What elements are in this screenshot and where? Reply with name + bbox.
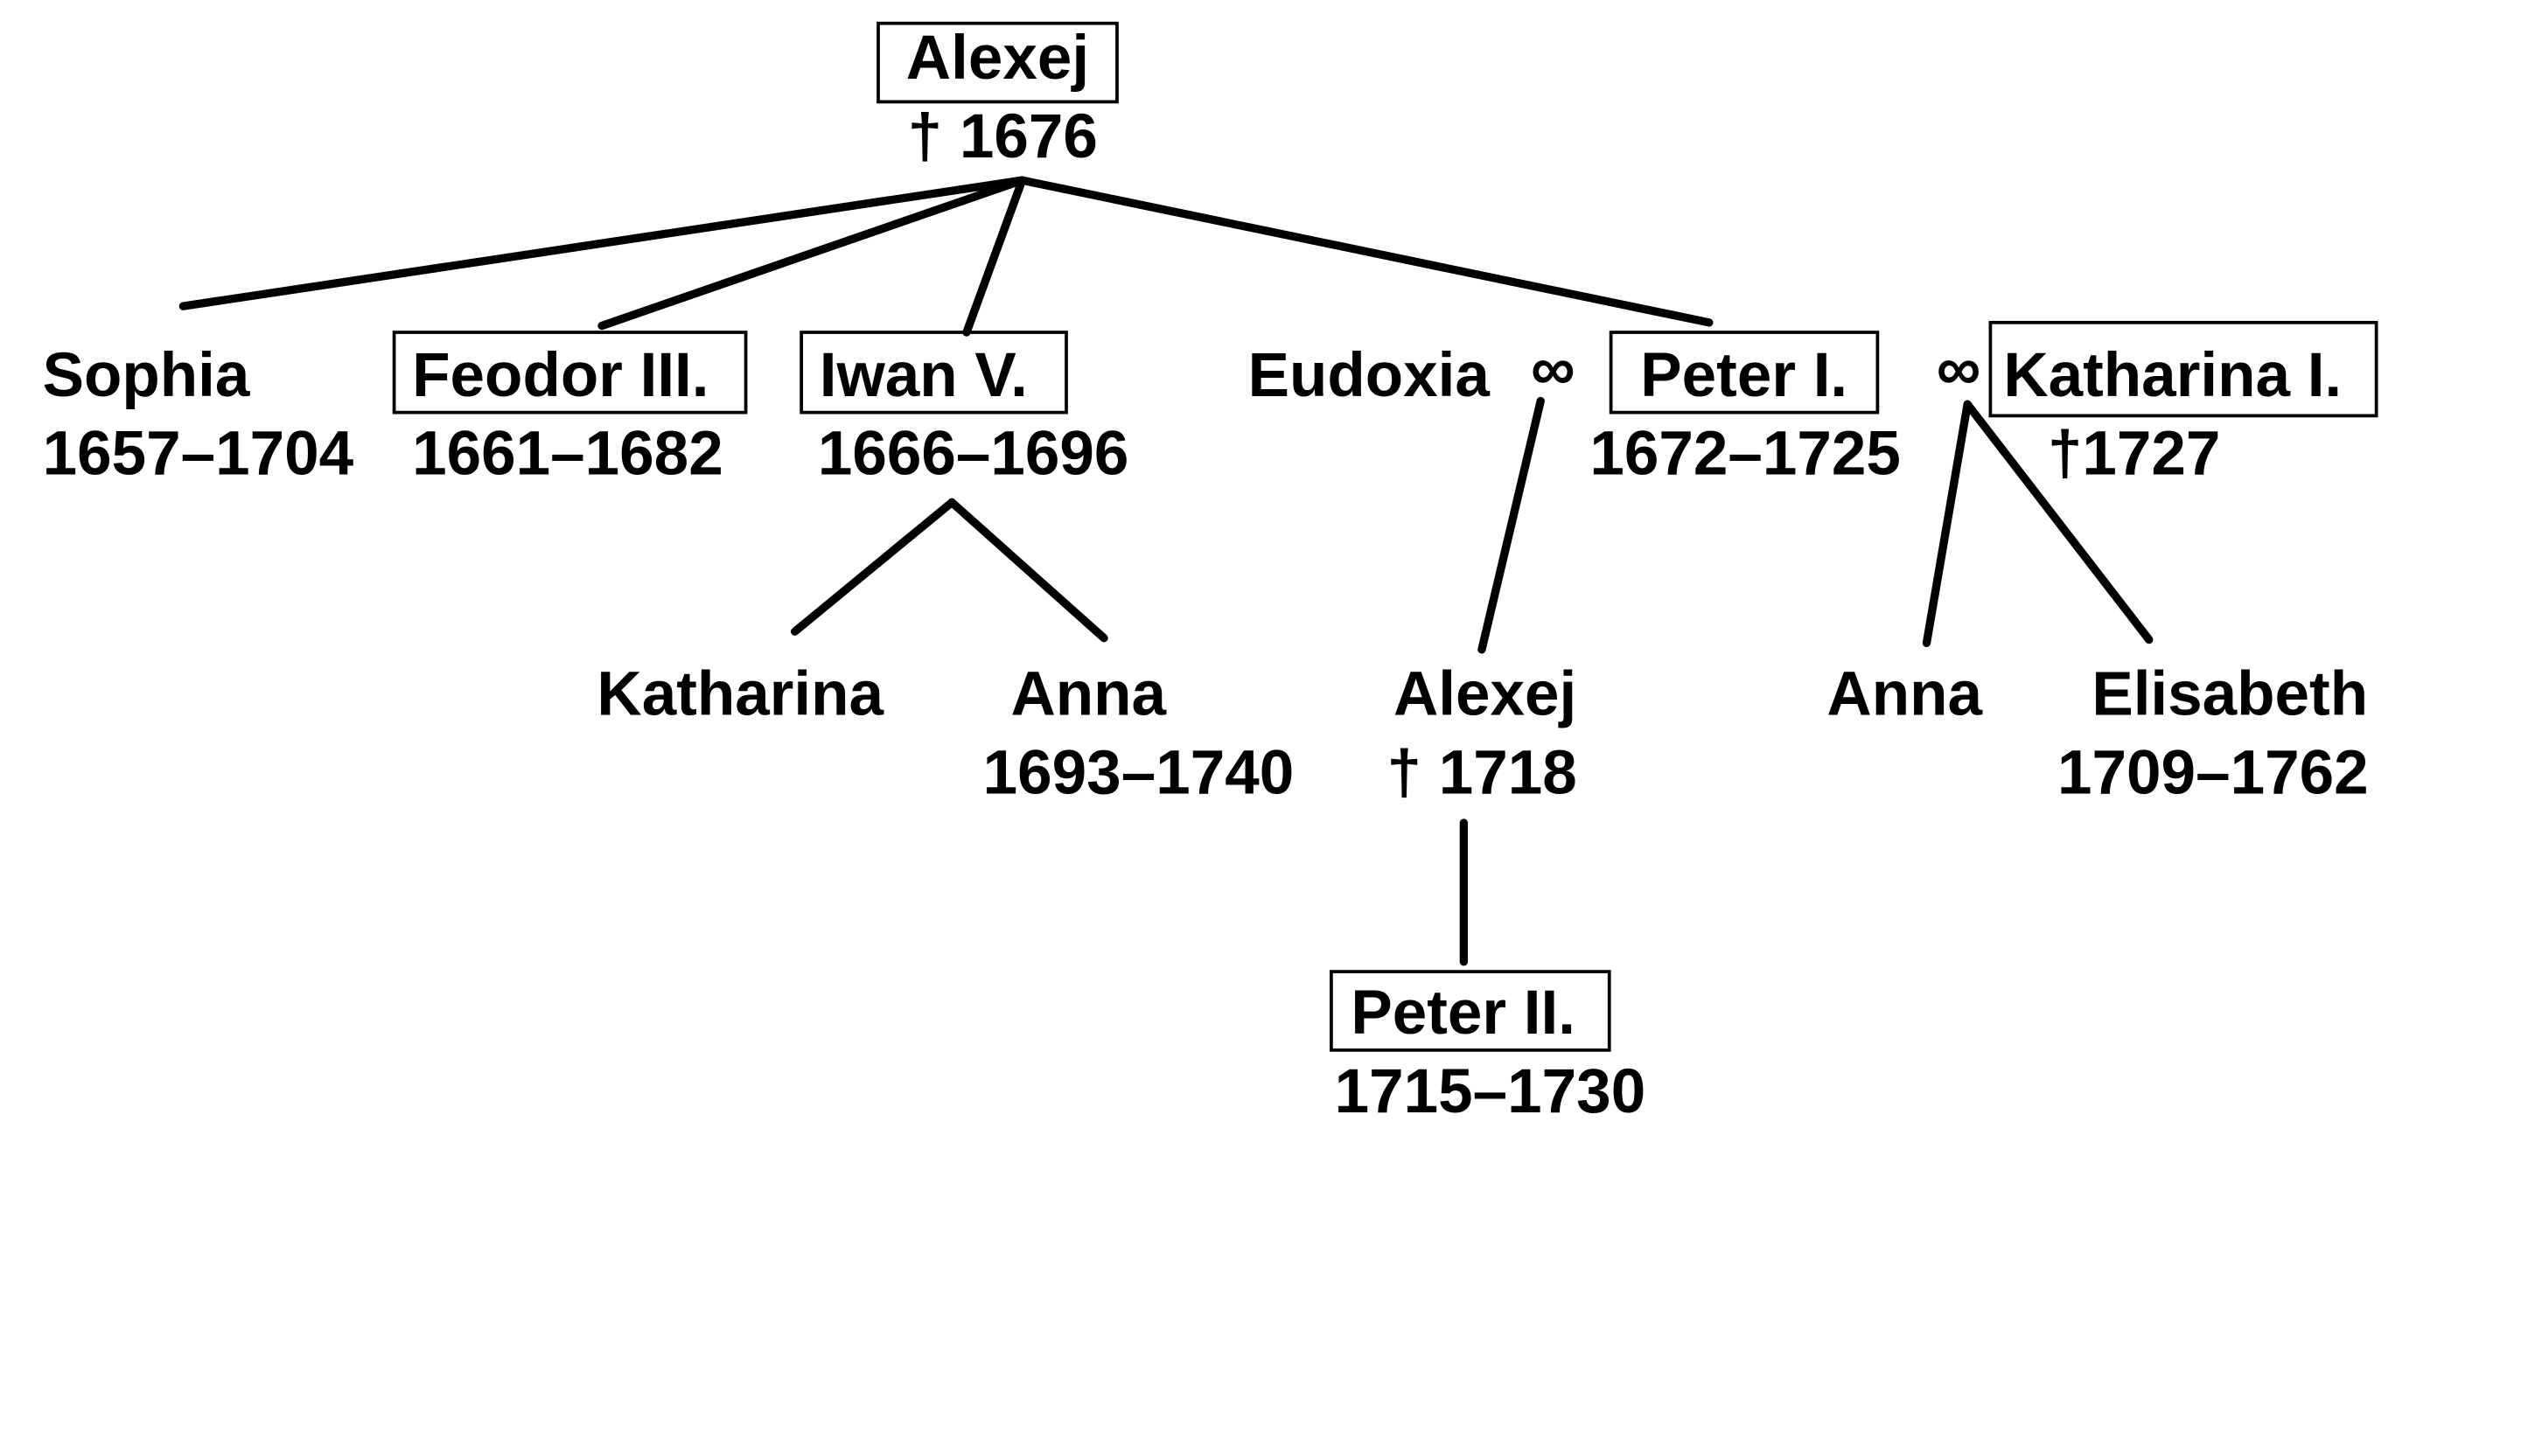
line-alexej-sophia — [178, 176, 1027, 310]
person-name: Katharina I. — [2003, 341, 2342, 410]
person-name: Anna — [1010, 660, 1166, 729]
person-name: Anna — [1826, 660, 1982, 729]
person-anna-iwan: Anna 1693–1740 — [983, 660, 1295, 808]
person-name: Alexej — [1393, 660, 1576, 729]
person-sophia: Sophia 1657–1704 — [43, 341, 354, 489]
ruler-box — [876, 21, 1119, 104]
person-elisabeth: Elisabeth 1709–1762 — [2057, 660, 2369, 808]
person-name: Sophia — [43, 341, 250, 410]
person-name: Eudoxia — [1248, 341, 1491, 410]
person-name: Feodor III. — [412, 341, 709, 410]
marriage-symbol: ∞ — [1937, 334, 1981, 403]
person-name: Peter I. — [1640, 341, 1847, 410]
person-name: Iwan V. — [820, 341, 1028, 410]
person-alexej-root: Alexej † 1676 — [876, 21, 1119, 171]
person-dates: 1709–1762 — [2057, 738, 2369, 807]
person-dates: 1672–1725 — [1589, 420, 1901, 489]
line-iwan-katharina — [790, 498, 956, 636]
person-dates: † 1718 — [1386, 738, 1576, 807]
connectors — [178, 176, 2154, 966]
person-dates: 1657–1704 — [43, 420, 354, 489]
marriage-symbol: ∞ — [1531, 334, 1575, 403]
person-anna-peter: Anna — [1826, 660, 1982, 729]
line-katharina-elisabeth — [1963, 400, 2154, 644]
person-feodor: Feodor III. 1661–1682 — [392, 331, 748, 489]
ruler-box — [1609, 331, 1880, 415]
line-katharina-anna — [1922, 400, 1972, 647]
person-peter2: Peter II. 1715–1730 — [1330, 970, 1646, 1126]
ruler-box — [1988, 320, 2378, 418]
ruler-box — [1330, 970, 1611, 1052]
person-eudoxia: Eudoxia ∞ — [1248, 334, 1575, 409]
line-eudoxia-alexej — [1477, 396, 1545, 654]
ruler-box — [392, 331, 748, 415]
line-iwan-anna — [947, 498, 1108, 643]
person-iwan: Iwan V. 1666–1696 — [800, 331, 1129, 489]
person-dates: 1666–1696 — [818, 420, 1129, 489]
person-dates: 1661–1682 — [412, 420, 723, 489]
ruler-box — [800, 331, 1068, 415]
line-alexej-iwan — [962, 176, 1027, 337]
person-dates: 1715–1730 — [1335, 1057, 1646, 1126]
person-katharina1: ∞ Katharina I. †1727 — [1937, 320, 2378, 489]
person-peter1: Peter I. 1672–1725 — [1589, 331, 1901, 489]
person-katharina: Katharina — [597, 660, 883, 729]
person-dates: †1727 — [2048, 420, 2221, 489]
person-name: Katharina — [597, 660, 883, 729]
person-alexej-son: Alexej † 1718 — [1386, 660, 1576, 808]
person-name: Peter II. — [1351, 979, 1575, 1048]
line-alexej-feodor — [597, 176, 1027, 331]
person-name: Alexej — [906, 24, 1089, 93]
person-dates: † 1676 — [908, 102, 1098, 171]
person-name: Elisabeth — [2092, 660, 2368, 729]
person-dates: 1693–1740 — [983, 738, 1295, 807]
line-alexej-peter — [1017, 176, 1714, 327]
